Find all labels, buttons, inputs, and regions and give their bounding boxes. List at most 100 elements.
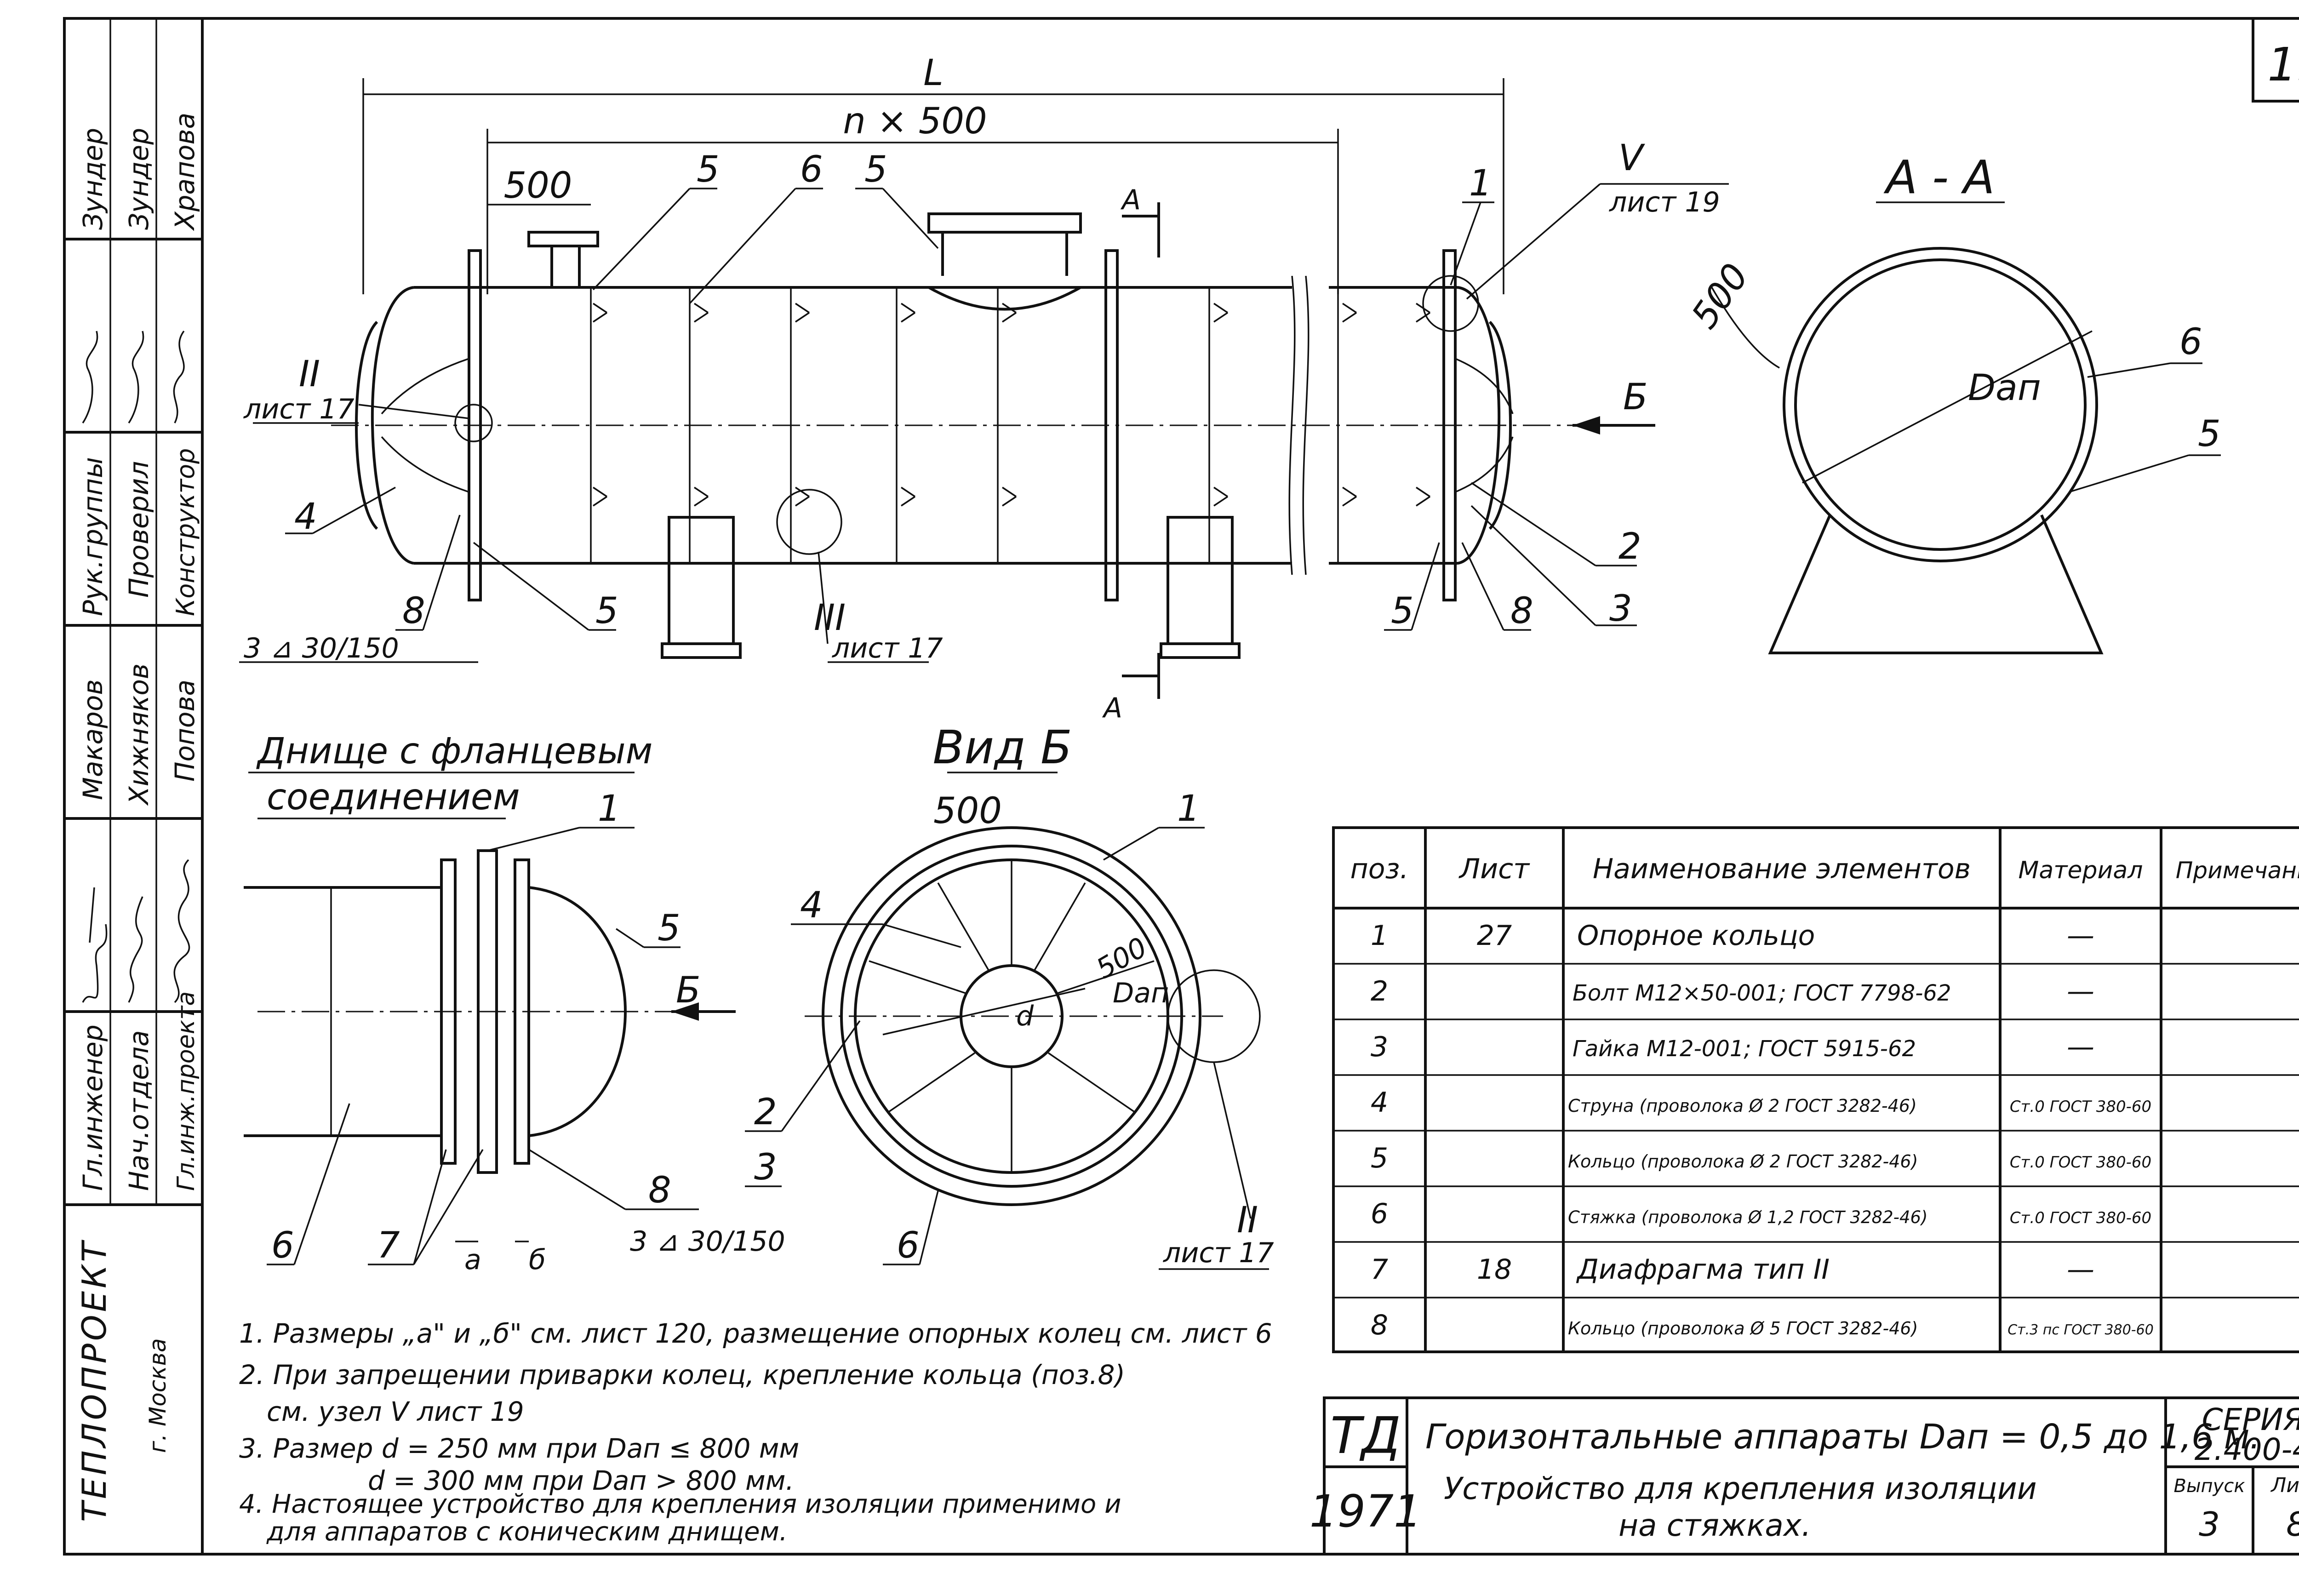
main-vessel-view: L n × 500 500 [239, 52, 1729, 724]
svg-text:Кольцо (проволока Ø 2 ГОСТ 328: Кольцо (проволока Ø 2 ГОСТ 3282-46) [1568, 1151, 1918, 1172]
series-label: СЕРИЯ [2202, 1402, 2299, 1437]
sheet-number-box [2252, 17, 2299, 103]
callout-6: 6 [800, 149, 823, 190]
section-aa-dim-500: 500 [1684, 256, 1757, 336]
sheet-number: 19 [2267, 38, 2299, 92]
svg-text:Струна (проволока Ø 2 ГОСТ 328: Струна (проволока Ø 2 ГОСТ 3282-46) [1568, 1096, 1917, 1116]
stamp-role-1: Гл.инженер [77, 1024, 109, 1191]
dim-500: 500 [504, 165, 572, 206]
svg-text:Болт М12×50-001; ГОСТ 7798-62: Болт М12×50-001; ГОСТ 7798-62 [1573, 980, 1951, 1006]
view-b-title: Вид Б [932, 721, 1072, 774]
title-block: ТД 1971 Горизонтальные аппараты Dап = 0,… [1310, 1396, 2299, 1556]
svg-text:Опорное кольцо: Опорное кольцо [1577, 920, 1815, 952]
title-line-3: на стяжках. [1618, 1508, 1811, 1543]
note-4: 4. Настоящее устройство для крепления из… [239, 1489, 1121, 1519]
stamp-city: г. Москва [144, 1338, 171, 1453]
svg-text:2: 2 [1371, 975, 1388, 1007]
spec-header-pos: поз. [1350, 853, 1409, 885]
flange-view: Днище с фланцевым соединением Б 1 5 6 7 … [244, 731, 785, 1276]
callout-5c: 5 [595, 590, 618, 632]
spec-row: 4 Струна (проволока Ø 2 ГОСТ 3282-46) Ст… [1371, 1087, 2151, 1119]
spec-header-name: Наименование элементов [1593, 853, 1971, 885]
flange-view-title-1: Днище с фланцевым [256, 731, 652, 772]
stamp: ТЕПЛОПРОЕКТ г. Москва Гл.инженер Нач.отд… [64, 18, 202, 1522]
svg-text:18: 18 [1477, 1253, 1512, 1286]
svg-text:—: — [2067, 1031, 2094, 1063]
node-III: III [814, 597, 846, 639]
section-mark-top: А [1120, 184, 1141, 216]
svg-text:Гайка М12-001; ГОСТ 5915-62: Гайка М12-001; ГОСТ 5915-62 [1573, 1036, 1916, 1062]
view-b-callout-2: 2 [754, 1092, 777, 1133]
view-b: Вид Б Dап d 500 500 [745, 721, 1274, 1270]
stamp-role-3: Гл.инж.проекта [172, 991, 200, 1191]
view-b-callout-6: 6 [897, 1225, 920, 1266]
section-aa-title: А - А [1883, 150, 1995, 204]
view-b-callout-1: 1 [1177, 788, 1200, 829]
spec-row: 8 Кольцо (проволока Ø 5 ГОСТ 3282-46) Ст… [1371, 1309, 2154, 1341]
view-b-dim-500: 500 [933, 790, 1002, 832]
stamp-role-2: Нач.отдела [123, 1030, 154, 1191]
note-4b: для аппаратов с коническим днищем. [266, 1517, 788, 1547]
dim-L: L [923, 52, 943, 94]
stamp-name-4: Зундер [77, 128, 109, 230]
svg-text:6: 6 [1371, 1198, 1388, 1230]
svg-text:Диафрагма тип II: Диафрагма тип II [1576, 1253, 1830, 1286]
spec-header-sheet: Лист [1458, 853, 1530, 885]
svg-text:Ст.0 ГОСТ 380-60: Ст.0 ГОСТ 380-60 [2010, 1209, 2151, 1227]
flange-view-title-2: соединением [267, 777, 520, 818]
note-3b: d = 300 мм при Dап > 800 мм. [368, 1465, 794, 1496]
detail-circle-III [776, 489, 842, 555]
section-aa-dia: Dап [1968, 367, 2041, 409]
svg-text:27: 27 [1477, 920, 1512, 952]
view-b-node-II: II [1237, 1200, 1258, 1241]
spec-row: 3 Гайка М12-001; ГОСТ 5915-62 — [1371, 1031, 2094, 1063]
flange-view-arrow: Б [676, 970, 701, 1011]
section-aa: А - А Dап 500 6 5 [1684, 150, 2221, 654]
node-II: II [299, 354, 320, 395]
series-value: 2.400-4 [2195, 1432, 2299, 1467]
callout-5a: 5 [697, 149, 720, 190]
title-td: ТД [1330, 1406, 1401, 1465]
signature-2 [128, 896, 143, 1003]
view-b-dia: Dап [1113, 977, 1169, 1009]
svg-text:4: 4 [1371, 1087, 1388, 1119]
sheet-label: Лист [2270, 1474, 2299, 1497]
view-b-node-II-sheet: лист 17 [1163, 1237, 1274, 1269]
node-V-sheet: лист 19 [1609, 186, 1720, 218]
stamp-name-1: Макаров [77, 679, 109, 800]
note-3: 3. Размер d = 250 мм при Dап ≤ 800 мм [239, 1433, 799, 1464]
signature-3 [173, 859, 190, 1003]
spec-row: 7 18 Диафрагма тип II — [1371, 1253, 2094, 1286]
svg-text:5: 5 [1371, 1142, 1388, 1174]
node-II-sheet: лист 17 [243, 393, 355, 425]
title-line-2: Устройство для крепления изоляции [1444, 1471, 2037, 1506]
svg-text:7: 7 [1371, 1253, 1388, 1286]
flange-callout-6: 6 [271, 1225, 294, 1266]
flange-callout-7: 7 [377, 1225, 400, 1266]
note-2b: см. узел V лист 19 [267, 1396, 524, 1427]
section-mark-bottom: А [1102, 692, 1122, 724]
issue-value: 3 [2199, 1505, 2220, 1544]
svg-text:—: — [2067, 975, 2094, 1007]
dim-n500: n × 500 [843, 101, 987, 142]
signature-6 [173, 330, 185, 423]
callout-8b: 8 [1510, 590, 1533, 632]
title-line-1: Горизонтальные аппараты Dап = 0,5 до 1,6… [1425, 1417, 2260, 1457]
callout-1: 1 [1469, 163, 1492, 204]
signature-1 [82, 887, 108, 1003]
callout-5b: 5 [864, 149, 887, 190]
node-V: V [1618, 137, 1645, 179]
spec-table: поз. Лист Наименование элементов Материа… [1332, 826, 2299, 1353]
view-b-callout-4: 4 [800, 885, 823, 926]
flange-callout-5: 5 [658, 908, 681, 949]
stamp-role-4: Рук.группы [77, 457, 109, 616]
flange-dim-a: a [464, 1244, 481, 1276]
callout-3: 3 [1609, 588, 1632, 629]
issue-label: Выпуск [2174, 1476, 2245, 1497]
spec-header-note: Примечание [2176, 857, 2299, 884]
svg-text:—: — [2067, 920, 2094, 952]
node-III-sheet: лист 17 [832, 632, 943, 664]
title-year: 1971 [1310, 1486, 1422, 1537]
svg-text:3: 3 [1371, 1031, 1388, 1063]
sheet-frame [63, 17, 2299, 1556]
